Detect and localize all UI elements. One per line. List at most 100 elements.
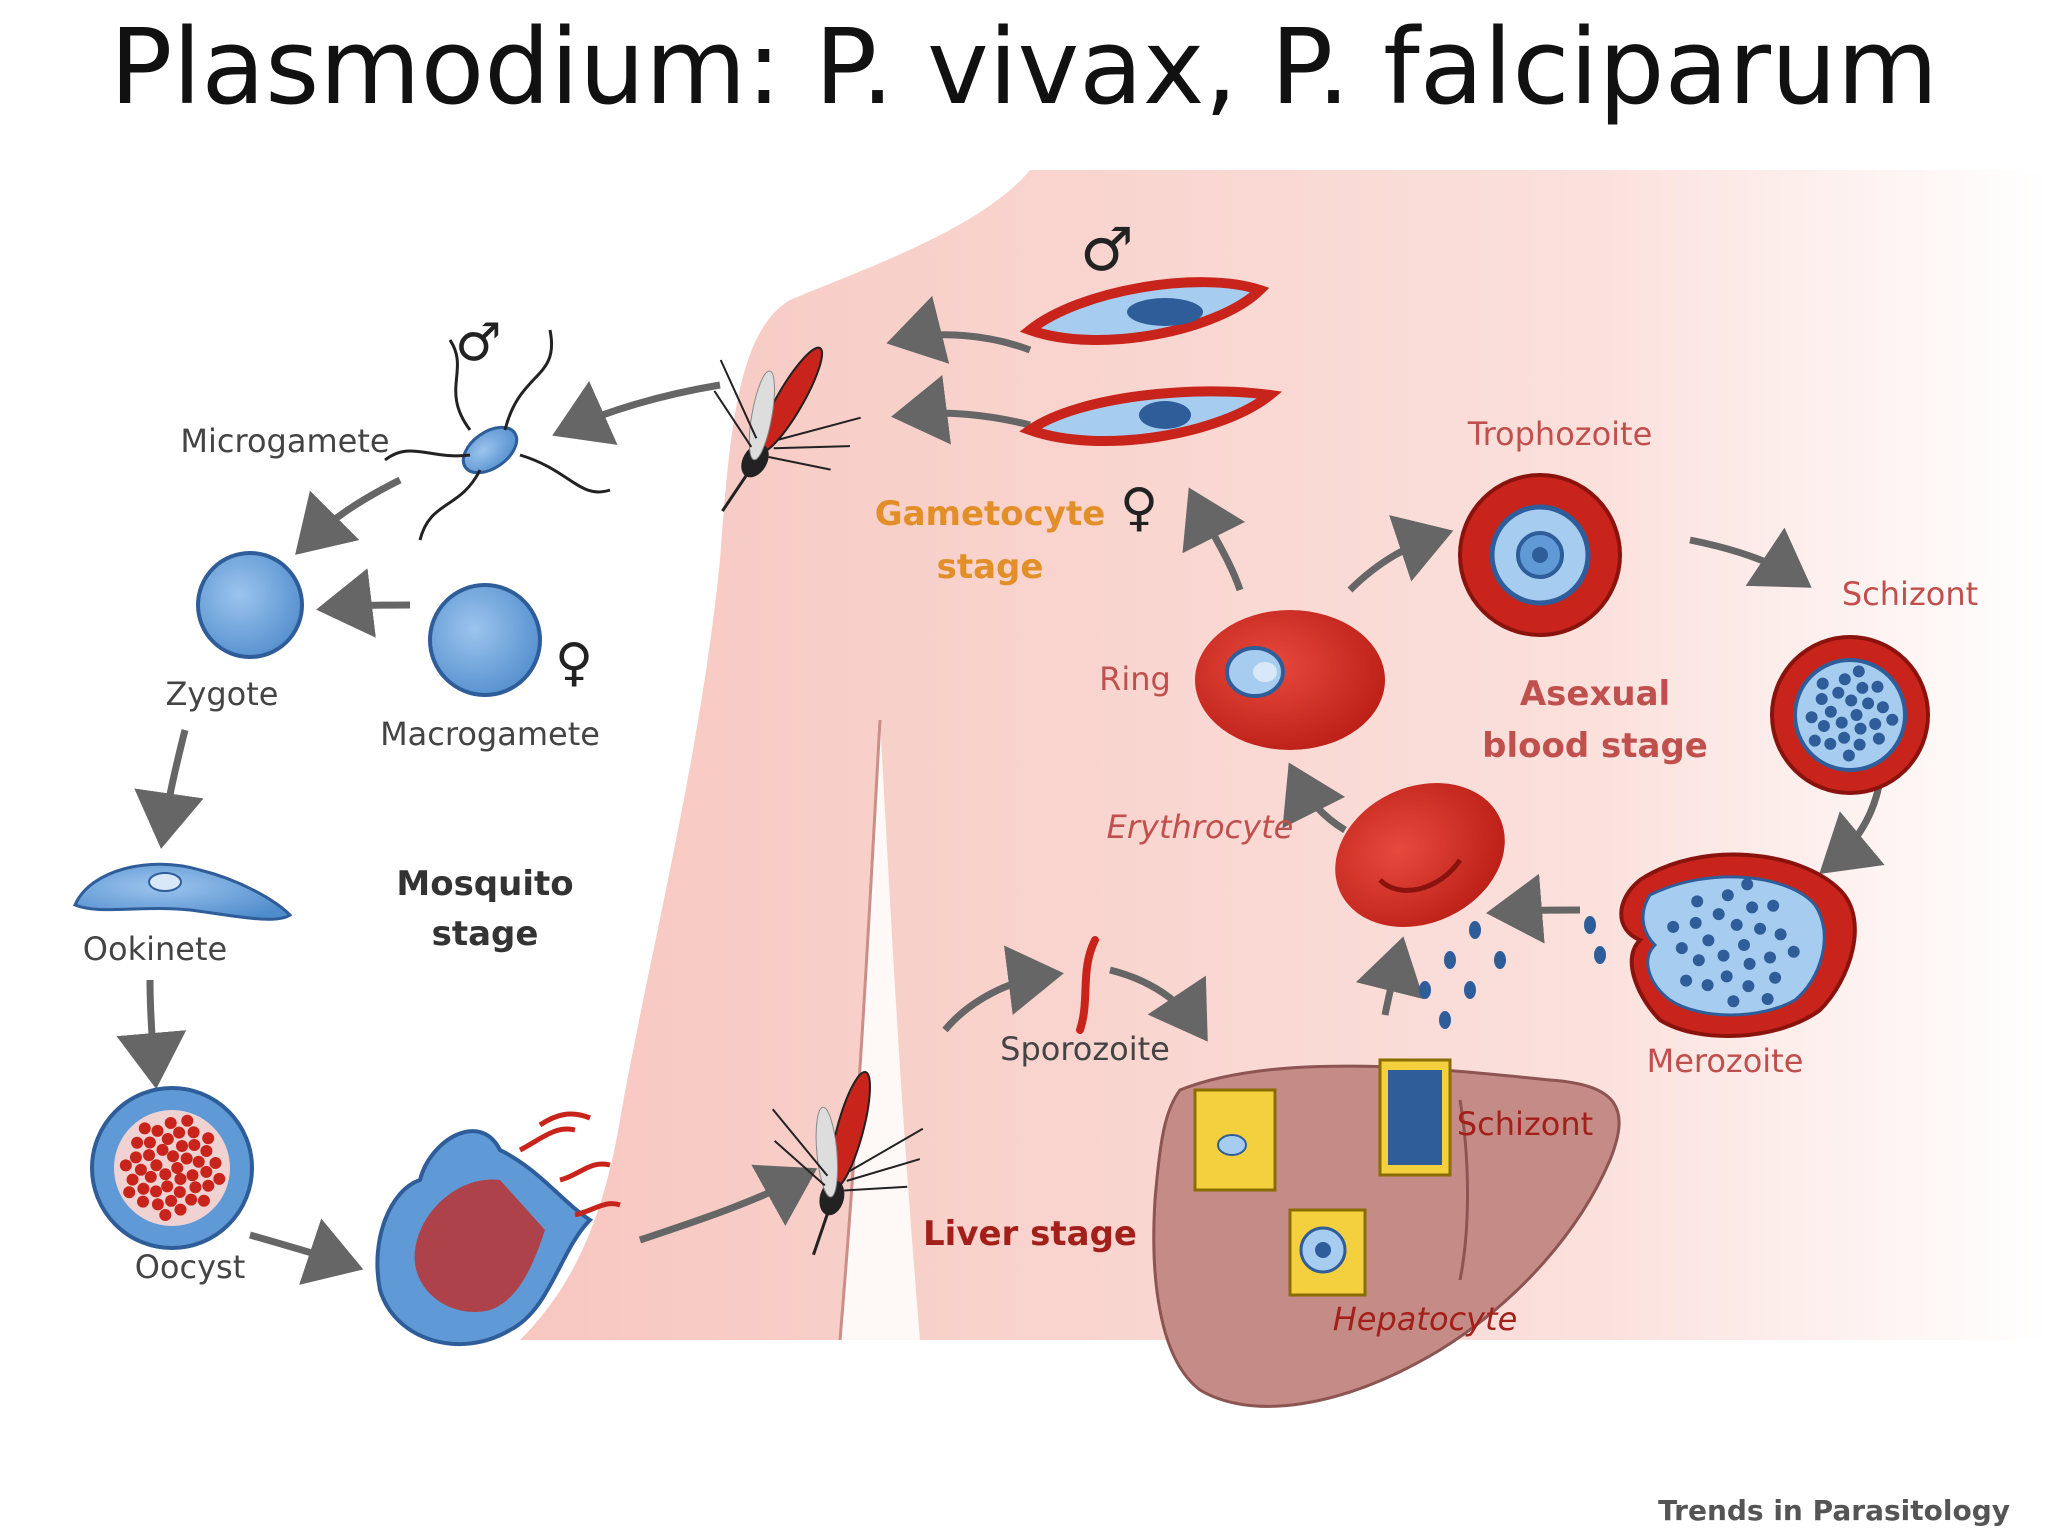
oocyst-sporozoite-dot [159, 1209, 172, 1221]
slide-title: Plasmodium: P. vivax, P. falciparum [109, 6, 1939, 128]
schizont-merozoite-dot [1808, 734, 1821, 747]
oocyst-sporozoite-dot [144, 1170, 157, 1183]
schizont-merozoite-dot [1838, 673, 1851, 686]
burst-merozoite-dot [1692, 954, 1705, 967]
merozoite-drop [1444, 951, 1456, 969]
schizont-merozoite-dot [1853, 738, 1866, 751]
mosquito-stage-label-2: stage [432, 914, 539, 954]
burst-merozoite-dot [1738, 939, 1750, 951]
oocyst-sporozoite-dot [202, 1132, 215, 1145]
zygote-label: Zygote [166, 675, 279, 713]
oocyst-sporozoite-dot [159, 1168, 172, 1181]
schizont-merozoite-dot [1856, 681, 1869, 694]
schizont-merozoite-dot [1838, 731, 1851, 744]
oocyst-sporozoite-dot [123, 1186, 136, 1199]
gametocyte-stage-label-1: Gametocyte [875, 494, 1106, 534]
burst-merozoite-dot [1764, 951, 1776, 964]
oocyst-sporozoite-dot [134, 1163, 147, 1176]
schizont-merozoite-dot [1805, 711, 1818, 724]
burst-merozoite-dot [1675, 942, 1688, 955]
oocyst-sporozoite-dot [151, 1124, 164, 1137]
burst-merozoite-dot [1774, 928, 1787, 941]
schizont-merozoite-dot [1815, 693, 1828, 705]
merozoite-drop [1584, 916, 1596, 934]
macrogamete-label: Macrogamete [380, 715, 600, 753]
merozoite-drop [1594, 946, 1606, 964]
trophozoite-cell [1458, 473, 1622, 637]
hepatocyte-infected [1193, 1088, 1277, 1192]
oocyst-sporozoite-dot [167, 1150, 179, 1163]
human-body-silhouette [520, 170, 2048, 1341]
oocyst-sporozoite-dot [202, 1179, 215, 1192]
oocyst-sporozoite-dot [126, 1173, 139, 1186]
macrogamete-female-symbol: ♀ [555, 633, 593, 693]
burst-merozoite-dot [1720, 970, 1733, 983]
oocyst-sporozoite-dot [156, 1143, 169, 1156]
trophozoite-label: Trophozoite [1467, 415, 1653, 453]
oocyst-sporozoite-dot [180, 1152, 193, 1165]
mosquito-stage-label-1: Mosquito [396, 864, 573, 904]
burst-merozoite-dot [1727, 995, 1740, 1008]
sporozoite-label: Sporozoite [1000, 1030, 1170, 1068]
oocyst-sporozoite-dot [188, 1139, 201, 1151]
erythrocyte-label: Erythrocyte [1107, 808, 1294, 846]
ring-stage-cell [1195, 610, 1385, 750]
oocyst-sporozoite-dot [161, 1180, 174, 1193]
oocyst-sporozoite-dot [187, 1126, 200, 1139]
macrogamete-cell [428, 583, 542, 697]
schizont-merozoite-dot [1816, 677, 1829, 690]
asexual-stage-label-1: Asexual [1520, 674, 1670, 714]
oocyst-sporozoite-dot [138, 1122, 151, 1135]
blood-schizont-label: Schizont [1842, 575, 1978, 613]
schizont-merozoite-dot [1845, 694, 1858, 707]
hepatocyte-developing [1288, 1208, 1367, 1297]
schizont-merozoite-dot [1824, 737, 1837, 750]
burst-merozoite-dot [1689, 916, 1702, 929]
oocyst-sporozoite-dot [186, 1169, 199, 1182]
oocyst-sporozoite-dot [189, 1181, 202, 1194]
gametocyte-female-symbol: ♀ [1120, 478, 1158, 538]
merozoite-drop [1469, 921, 1481, 939]
oocyst-sporozoite-dot [143, 1149, 155, 1162]
microgamete-cell [384, 329, 611, 541]
schizont-merozoite-dot [1869, 718, 1882, 730]
oocyst-sporozoite-dot [174, 1203, 187, 1216]
merozoite-drop [1419, 981, 1431, 999]
merozoite-label: Merozoite [1647, 1042, 1804, 1080]
oocyst-sporozoite-dot [173, 1186, 186, 1198]
oocyst-sporozoite-dot [200, 1145, 213, 1157]
gametocyte-male-symbol: ♂ [1080, 215, 1134, 285]
burst-merozoite-dot [1761, 993, 1774, 1005]
oocyst-sporozoite-dot [185, 1193, 198, 1206]
asexual-stage-label-2: blood stage [1482, 726, 1708, 766]
oocyst-sporozoite-dot [129, 1151, 142, 1164]
merozoite-drop [1494, 951, 1506, 969]
oocyst-sporozoite-dot [176, 1140, 188, 1152]
oocyst-sporozoite-dot [192, 1155, 205, 1168]
burst-merozoite-dot [1741, 878, 1754, 891]
mosquito-upper [713, 346, 861, 512]
ookinete-label: Ookinete [83, 930, 227, 968]
burst-merozoite-dot [1767, 899, 1780, 912]
schizont-merozoite-dot [1835, 716, 1848, 729]
oocyst-sporozoite-dot [151, 1198, 164, 1211]
oocyst-sporozoite-dot [171, 1162, 184, 1174]
sporozoite-cell [1076, 936, 1099, 1034]
schizont-merozoite-dot [1850, 709, 1863, 721]
oocyst-sporozoite-dot [150, 1185, 162, 1198]
oocyst-dots [119, 1114, 226, 1221]
oocyst-sporozoite-dot [137, 1195, 149, 1208]
schizont-merozoite-dot [1876, 701, 1889, 714]
schizont-merozoite-dot [1854, 722, 1867, 735]
burst-merozoite-dot [1746, 901, 1759, 914]
oocyst-sporozoite-dot [173, 1126, 186, 1139]
oocyst-sporozoite-dot [150, 1159, 163, 1172]
burst-merozoite-dot [1712, 908, 1725, 921]
burst-merozoite-dot [1667, 920, 1680, 933]
schizont-merozoite-dot [1886, 713, 1899, 726]
burst-merozoite-dot [1701, 979, 1714, 992]
burst-merozoites [1667, 878, 1800, 1008]
zygote-cell [196, 551, 304, 659]
schizont-merozoite-dot [1842, 749, 1855, 762]
oocyst-sporozoite-dot [213, 1172, 226, 1185]
